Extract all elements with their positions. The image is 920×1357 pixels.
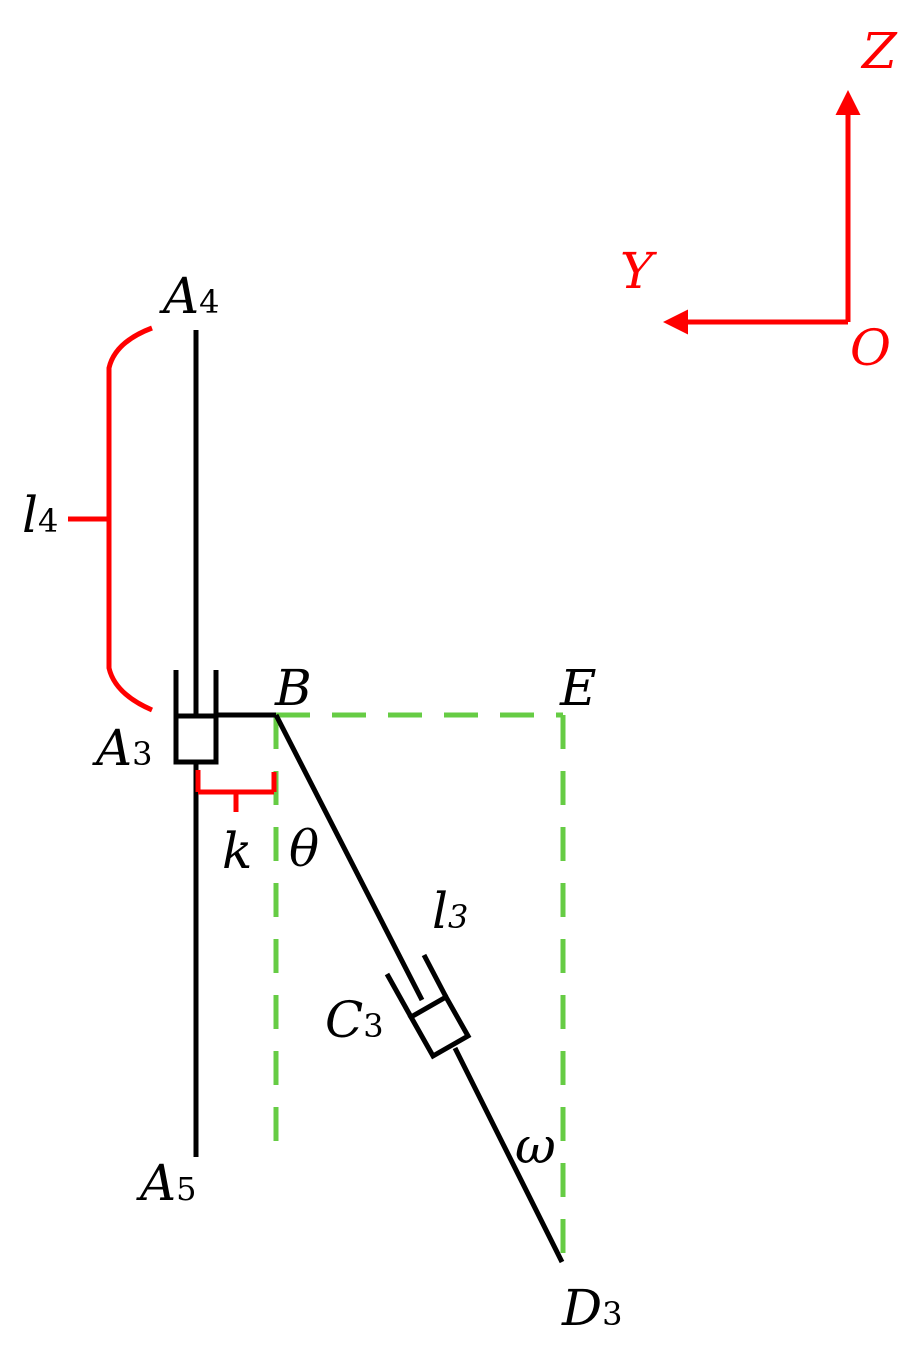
label-l4: l4: [22, 486, 58, 544]
y-axis-label: Y: [620, 242, 657, 300]
l4-brace: [106, 325, 153, 713]
label-a5: A5: [136, 1154, 196, 1212]
slider-c3-guide-left: [384, 972, 414, 1019]
rod-c3-d3: [452, 1046, 565, 1264]
label-a4: A4: [159, 267, 219, 325]
label-theta: θ: [289, 820, 319, 878]
slider-a3: [173, 713, 219, 765]
slider-c3: [407, 993, 472, 1060]
inclined-member: [273, 713, 565, 1264]
label-b: B: [274, 659, 312, 717]
label-l3: l3: [432, 882, 468, 940]
vertical-member: [173, 330, 276, 1157]
labels: A4 A3 A5 B E C3 D3 l4 l3 k θ ω: [22, 267, 622, 1337]
label-omega: ω: [515, 1117, 556, 1175]
label-a3: A3: [92, 719, 152, 777]
label-e: E: [559, 659, 597, 717]
label-d3: D3: [561, 1279, 622, 1337]
rod-b-c3: [273, 713, 425, 1002]
origin-label: O: [850, 319, 891, 377]
label-k: k: [222, 822, 252, 880]
dimension-k: [195, 770, 277, 812]
dimension-l4: [68, 325, 153, 713]
z-axis-label: Z: [860, 22, 898, 80]
slider-c3-guide-right: [421, 953, 449, 999]
coordinate-axes: Z Y O: [620, 22, 898, 377]
label-c3: C3: [325, 991, 384, 1049]
